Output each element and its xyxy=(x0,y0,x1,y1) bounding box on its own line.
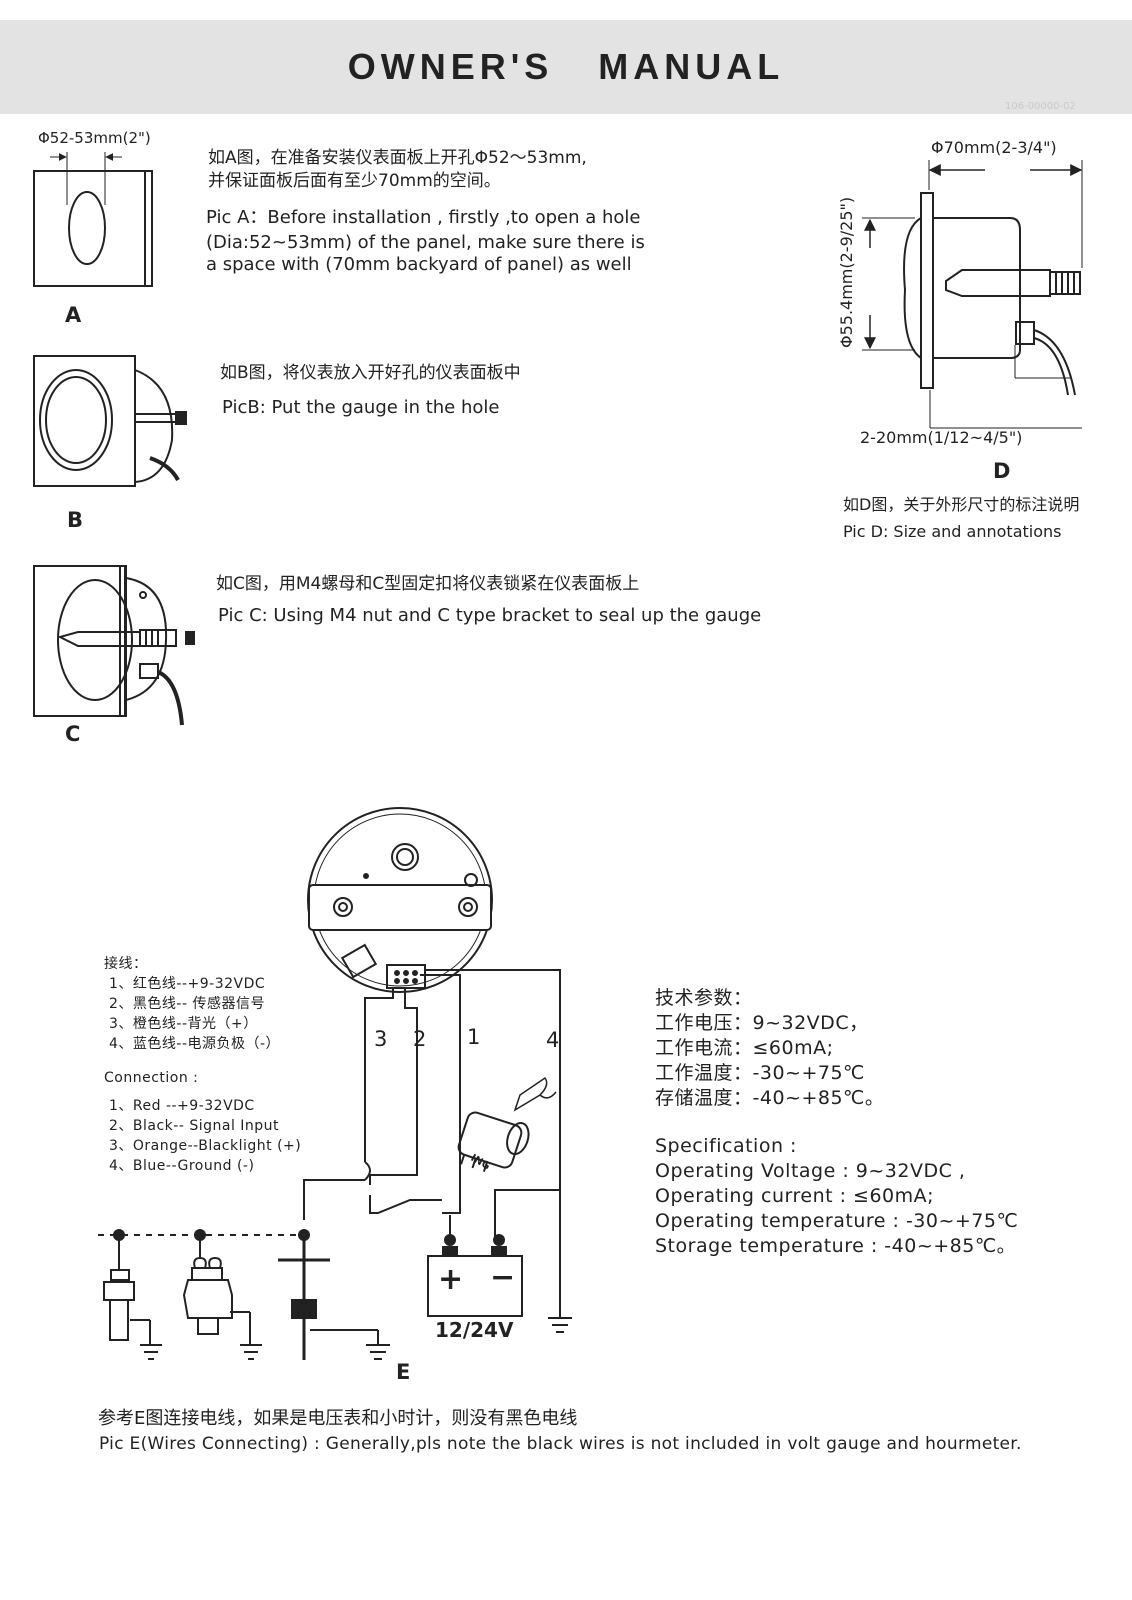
pic-d-dimension-drawing xyxy=(862,160,1083,429)
spec-en-title: Specification : xyxy=(655,1135,797,1157)
pic-d-height-dimension: Φ55.4mm(2-9/25") xyxy=(837,196,856,348)
pic-c-label: C xyxy=(65,722,81,746)
wire-number-3: 3 xyxy=(374,1027,388,1051)
pic-d-panel-dimension: 2-20mm(1/12~4/5") xyxy=(860,428,1023,447)
pic-d-zh: 如D图，关于外形尺寸的标注说明 xyxy=(843,495,1080,514)
wiring-cn-item: 1、红色线--+9-32VDC xyxy=(109,976,266,992)
spec-en-line: Operating temperature : -30~+75℃ xyxy=(655,1210,1019,1232)
header-band xyxy=(0,20,1132,114)
wiring-cn-item: 4、蓝色线--电源负极（-） xyxy=(109,1036,281,1052)
wiring-en-title: Connection : xyxy=(104,1070,199,1086)
pic-a-label: A xyxy=(65,303,82,327)
pic-b-label: B xyxy=(67,508,84,532)
battery-plus: + xyxy=(438,1262,464,1297)
wiring-cn-item: 2、黑色线-- 传感器信号 xyxy=(109,996,265,1012)
pic-d-en: Pic D: Size and annotations xyxy=(843,522,1062,541)
pic-b-en: PicB: Put the gauge in the hole xyxy=(222,397,500,418)
pic-a-zh-line-1: 如A图，在准备安装仪表面板上开孔Φ52～53mm, xyxy=(208,148,587,168)
pic-c-bracket-drawing xyxy=(33,565,195,726)
document-number: 106-00000-02 xyxy=(1005,101,1076,112)
wiring-en-item: 4、Blue--Ground (-) xyxy=(109,1158,255,1174)
wiring-en-item: 1、Red --+9-32VDC xyxy=(109,1098,255,1114)
battery-minus: − xyxy=(490,1260,516,1295)
spec-cn-line: 存储温度：-40~+85℃。 xyxy=(655,1087,885,1109)
spec-en-line: Operating current : ≤60mA; xyxy=(655,1185,935,1207)
pic-c-en: Pic C: Using M4 nut and C type bracket t… xyxy=(218,605,762,626)
pic-d-label: D xyxy=(993,459,1011,483)
pic-a-panel-drawing xyxy=(33,152,153,287)
wiring-cn-title: 接线： xyxy=(104,956,148,972)
pic-c-zh: 如C图，用M4螺母和C型固定扣将仪表锁紧在仪表面板上 xyxy=(216,574,640,594)
pic-a-zh-line-2: 并保证面板后面有至少70mm的空间。 xyxy=(208,171,501,191)
pic-b-gauge-drawing xyxy=(33,355,187,487)
pic-b-zh: 如B图，将仪表放入开好孔的仪表面板中 xyxy=(220,363,521,383)
wire-number-1: 1 xyxy=(467,1025,481,1049)
pic-a-hole-dimension: Φ52-53mm(2") xyxy=(38,129,151,147)
wiring-en-item: 3、Orange--Blacklight (+) xyxy=(109,1138,302,1154)
battery-voltage-label: 12/24V xyxy=(435,1318,514,1342)
spec-cn-line: 工作电压：9~32VDC， xyxy=(655,1012,869,1034)
page-title: OWNER'S MANUAL xyxy=(347,46,785,87)
pic-d-width-dimension: Φ70mm(2-3/4") xyxy=(931,138,1057,157)
pic-a-en-line-3: a space with (70mm backyard of panel) as… xyxy=(206,254,632,275)
spec-en-line: Storage temperature : -40~+85℃。 xyxy=(655,1235,1017,1257)
footer-note-en: Pic E(Wires Connecting) : Generally,pls … xyxy=(99,1434,1022,1454)
pic-e-wiring-drawing xyxy=(98,807,572,1360)
wire-number-4: 4 xyxy=(546,1028,560,1052)
spec-cn-line: 工作温度：-30~+75℃ xyxy=(655,1062,865,1084)
wiring-en-item: 2、Black-- Signal Input xyxy=(109,1118,280,1134)
pic-a-en-line-1: Pic A：Before installation , firstly ,to … xyxy=(206,207,641,228)
wiring-cn-item: 3、橙色线--背光（+） xyxy=(109,1016,258,1032)
wire-number-2: 2 xyxy=(413,1027,427,1051)
spec-cn-title: 技术参数： xyxy=(655,987,753,1009)
pic-e-label: E xyxy=(396,1360,411,1384)
spec-en-line: Operating Voltage : 9~32VDC , xyxy=(655,1160,966,1182)
spec-cn-line: 工作电流：≤60mA; xyxy=(655,1037,834,1059)
pic-a-en-line-2: (Dia:52~53mm) of the panel, make sure th… xyxy=(206,232,645,253)
footer-note-zh: 参考E图连接电线，如果是电压表和小时计，则没有黑色电线 xyxy=(98,1408,578,1429)
